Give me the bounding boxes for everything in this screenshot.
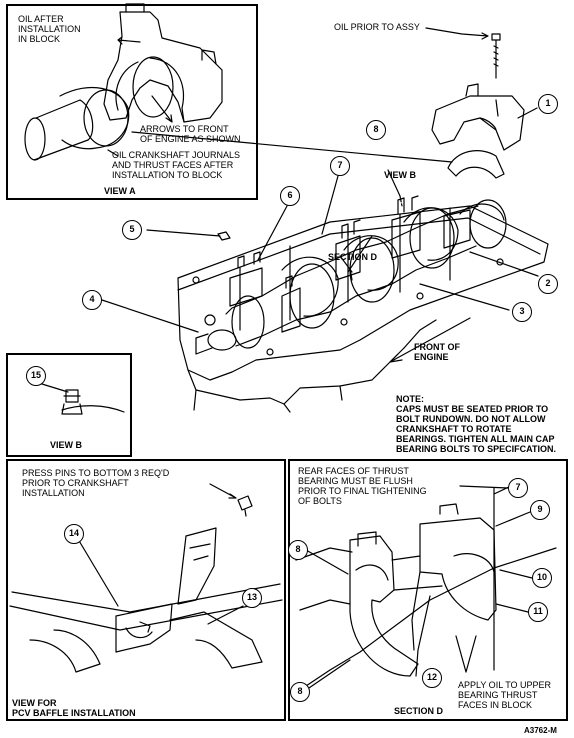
section-d-label: SECTION D (394, 706, 444, 716)
oil-prior-text: OIL PRIOR TO ASSY (334, 22, 420, 32)
main-section-d-label: SECTION D (328, 252, 378, 262)
section-d-drawing (295, 485, 557, 691)
section-d-callout-8-top: 8 (288, 540, 308, 560)
section-d-callout-7: 7 (508, 478, 528, 498)
section-d-callout-12: 12 (422, 668, 442, 688)
callout-14: 14 (64, 524, 84, 544)
callout-7: 7 (330, 156, 350, 176)
view-b-drawing (41, 383, 125, 415)
section-d-callout-8-bottom: 8 (290, 682, 310, 702)
view-a-oil-after-text: OIL AFTER INSTALLATION IN BLOCK (18, 14, 81, 44)
view-a-panel (6, 4, 258, 200)
callout-2: 2 (538, 274, 558, 294)
main-view-b-label: VIEW B (384, 170, 417, 180)
rear-faces-text: REAR FACES OF THRUST BEARING MUST BE FLU… (298, 466, 427, 506)
note-text: NOTE: CAPS MUST BE SEATED PRIOR TO BOLT … (396, 394, 557, 454)
callout-13: 13 (242, 588, 262, 608)
view-a-drawing (24, 3, 223, 161)
view-a-oil-journals-text: OIL CRANKSHAFT JOURNALS AND THRUST FACES… (112, 150, 241, 180)
pcv-view-label: VIEW FOR PCV BAFFLE INSTALLATION (12, 698, 136, 718)
press-pins-text: PRESS PINS TO BOTTOM 3 REQ'D PRIOR TO CR… (22, 468, 170, 498)
figure-id: A3762-M (524, 726, 557, 735)
callout-15: 15 (26, 366, 46, 386)
view-b-label: VIEW B (50, 440, 83, 450)
callout-8: 8 (366, 120, 386, 140)
pcv-drawing (9, 483, 283, 673)
view-b-indicator (399, 195, 403, 207)
front-of-engine-text: FRONT OF ENGINE (414, 342, 460, 362)
callout-3: 3 (512, 302, 532, 322)
section-d-callout-10: 10 (532, 568, 552, 588)
callout-4: 4 (82, 290, 102, 310)
callout-5: 5 (122, 220, 142, 240)
section-d-callout-11: 11 (528, 602, 548, 622)
view-a-label: VIEW A (104, 186, 136, 196)
section-d-callout-9: 9 (530, 500, 550, 520)
callout-1: 1 (538, 94, 558, 114)
callout-6: 6 (280, 186, 300, 206)
engine-drawing (101, 27, 549, 413)
apply-oil-text: APPLY OIL TO UPPER BEARING THRUST FACES … (458, 680, 552, 710)
view-a-arrows-text: ARROWS TO FRONT OF ENGINE AS SHOWN (140, 124, 241, 144)
